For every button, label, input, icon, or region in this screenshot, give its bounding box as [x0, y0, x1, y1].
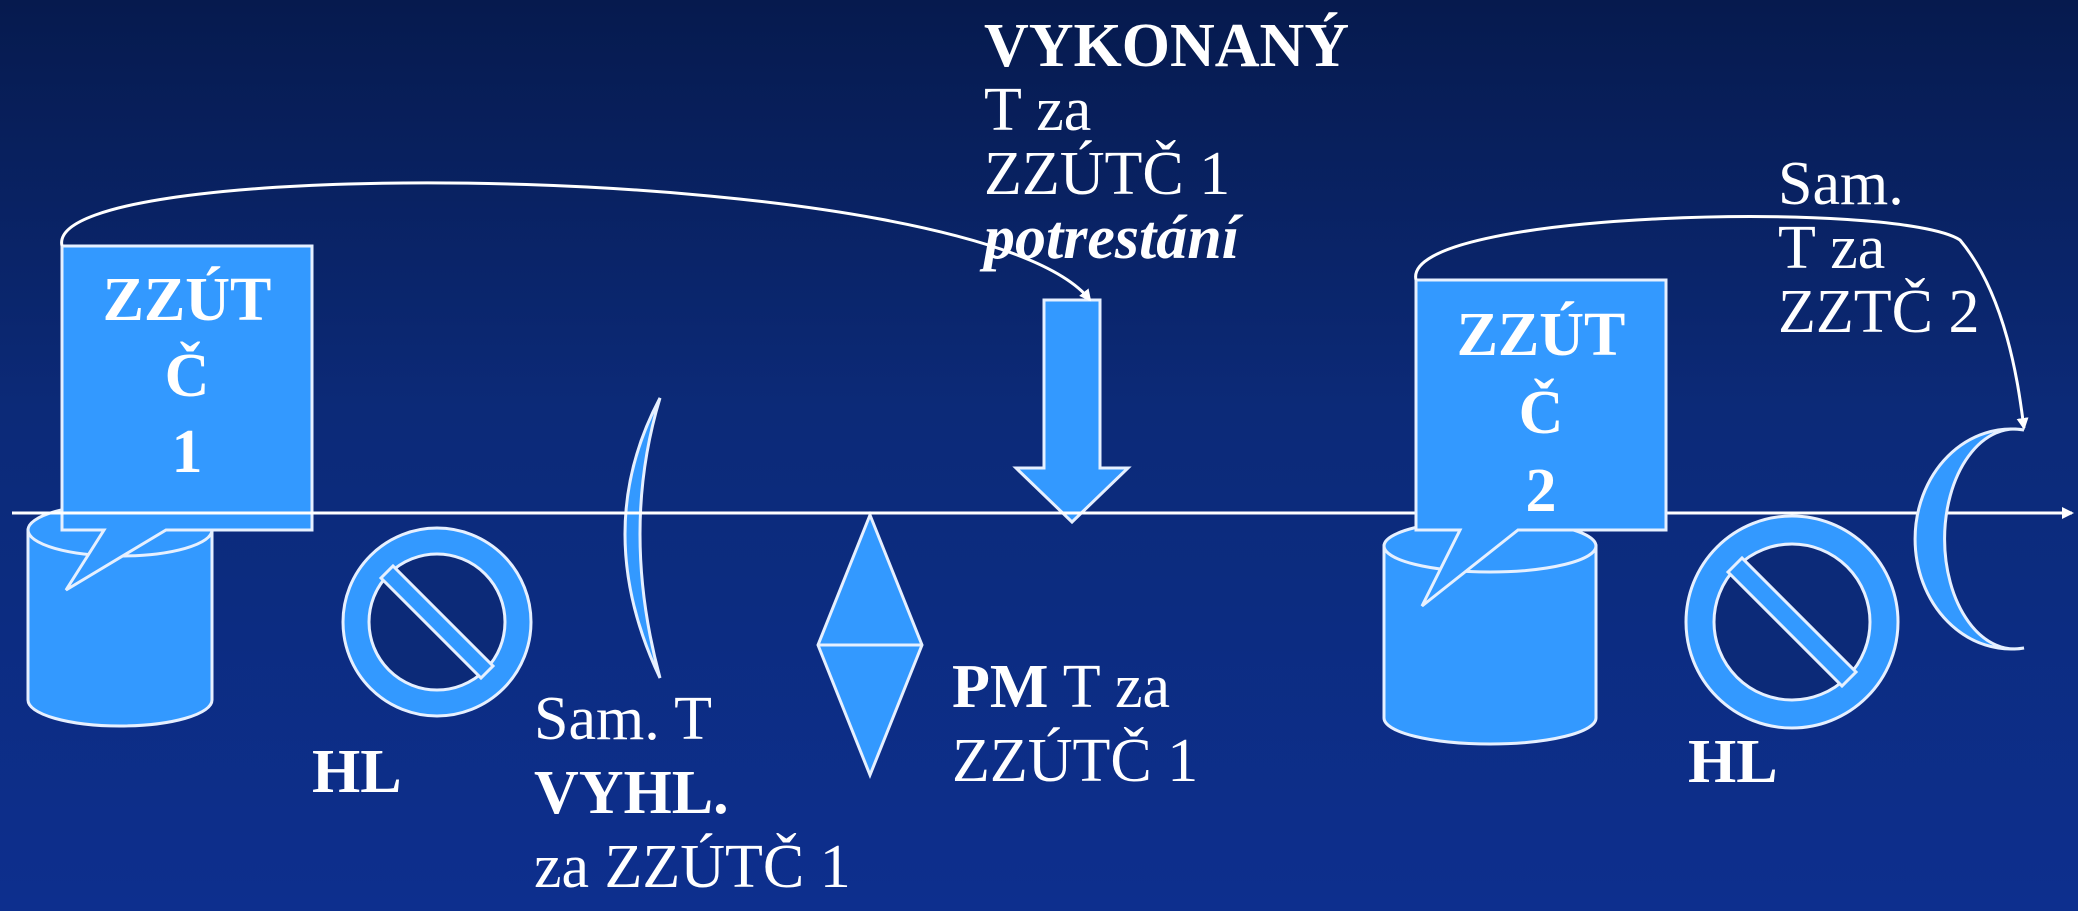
sam-vyhl-line-3: za ZZÚTČ 1	[534, 833, 851, 901]
diamond-icon	[816, 510, 924, 780]
prohibition-icon	[341, 526, 533, 718]
callout-1-text: ZZÚT Č 1	[62, 262, 312, 490]
callout-2-line-2: Č	[1518, 379, 1564, 447]
sam2-line-3: ZZTČ 2	[1778, 278, 1980, 346]
sam-vyhl-line-2: VYHL.	[534, 759, 729, 827]
curved-arrow-2	[1414, 215, 2029, 430]
vykonany-block: VYKONANÝ T za ZZÚTČ 1 potrestání	[984, 14, 1349, 270]
prohibition-icon	[1684, 514, 1900, 730]
vykonany-title: VYKONANÝ	[984, 12, 1350, 80]
callout-2-line-1: ZZÚT	[1456, 301, 1626, 369]
pm-line-2: ZZÚTČ 1	[952, 727, 1199, 795]
callout-1-line-1: ZZÚT	[102, 266, 272, 334]
pm-block: PM T za ZZÚTČ 1	[952, 650, 1198, 798]
hl-label-2: HL	[1688, 728, 1778, 796]
callout-1-line-3: 1	[171, 418, 203, 486]
crescent-icon	[1913, 427, 2025, 651]
hl-label-1: HL	[312, 738, 402, 806]
sam2-block: Sam. T za ZZTČ 2	[1778, 152, 1979, 344]
speech-callout-icon	[1414, 278, 1668, 608]
pm-rest: T za	[1048, 653, 1171, 721]
vykonany-line-2: ZZÚTČ 1	[984, 140, 1231, 208]
sam-vyhl-line-1: Sam. T	[534, 685, 712, 753]
arc-bracket-icon	[623, 397, 662, 679]
sam-vyhl-block: Sam. T VYHL. za ZZÚTČ 1	[534, 682, 851, 904]
pm-line-1: PM T za	[952, 650, 1198, 724]
callout-2-text: ZZÚT Č 2	[1416, 296, 1666, 530]
vykonany-line-3: potrestání	[984, 204, 1239, 272]
pm-bold: PM	[952, 653, 1049, 721]
down-arrow-icon	[1012, 298, 1132, 525]
speech-callout-icon	[60, 244, 314, 592]
sam2-line-2: T za	[1778, 214, 1886, 282]
sam2-line-1: Sam.	[1778, 150, 1904, 218]
callout-2-line-3: 2	[1525, 457, 1557, 525]
vykonany-line-1: T za	[984, 76, 1092, 144]
callout-1-line-2: Č	[164, 342, 210, 410]
curved-arrow-1	[60, 181, 1092, 302]
